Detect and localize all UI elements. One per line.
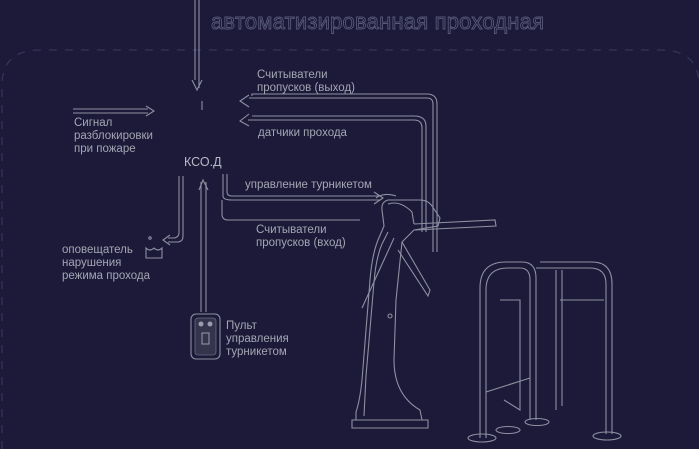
label-readers-entry: Считыватели пропусков (вход)	[256, 224, 346, 249]
label-readers-exit: Считыватели пропусков (выход)	[257, 69, 355, 94]
label-violation-alarm: оповещатель нарушения режима прохода	[62, 244, 151, 282]
label-remote-panel: Пульт управления турникетом	[226, 320, 289, 358]
turnstile-icon	[351, 193, 497, 429]
remote-control-icon	[190, 313, 221, 360]
fire-unlock-arrow	[73, 105, 156, 117]
barrier-fence-icon	[467, 261, 622, 443]
readers-entry-connector	[221, 200, 360, 221]
readers-exit-connector	[239, 93, 438, 252]
diagram-title: автоматизированная проходная	[211, 9, 545, 35]
label-pass-sensors: датчики прохода	[258, 127, 347, 139]
label-turnstile-control: управление турникетом	[245, 179, 372, 191]
dashed-frame	[1, 49, 699, 449]
remote-connector	[198, 178, 209, 312]
siren-icon	[145, 236, 163, 259]
pass-sensors-connector	[239, 113, 427, 232]
turnstile-control-connector	[222, 174, 384, 205]
alarm-connector	[162, 176, 184, 246]
controller-label: КСО.Д	[184, 155, 222, 169]
label-fire-unlock: Сигнал разблокировки при пожаре	[74, 117, 153, 155]
